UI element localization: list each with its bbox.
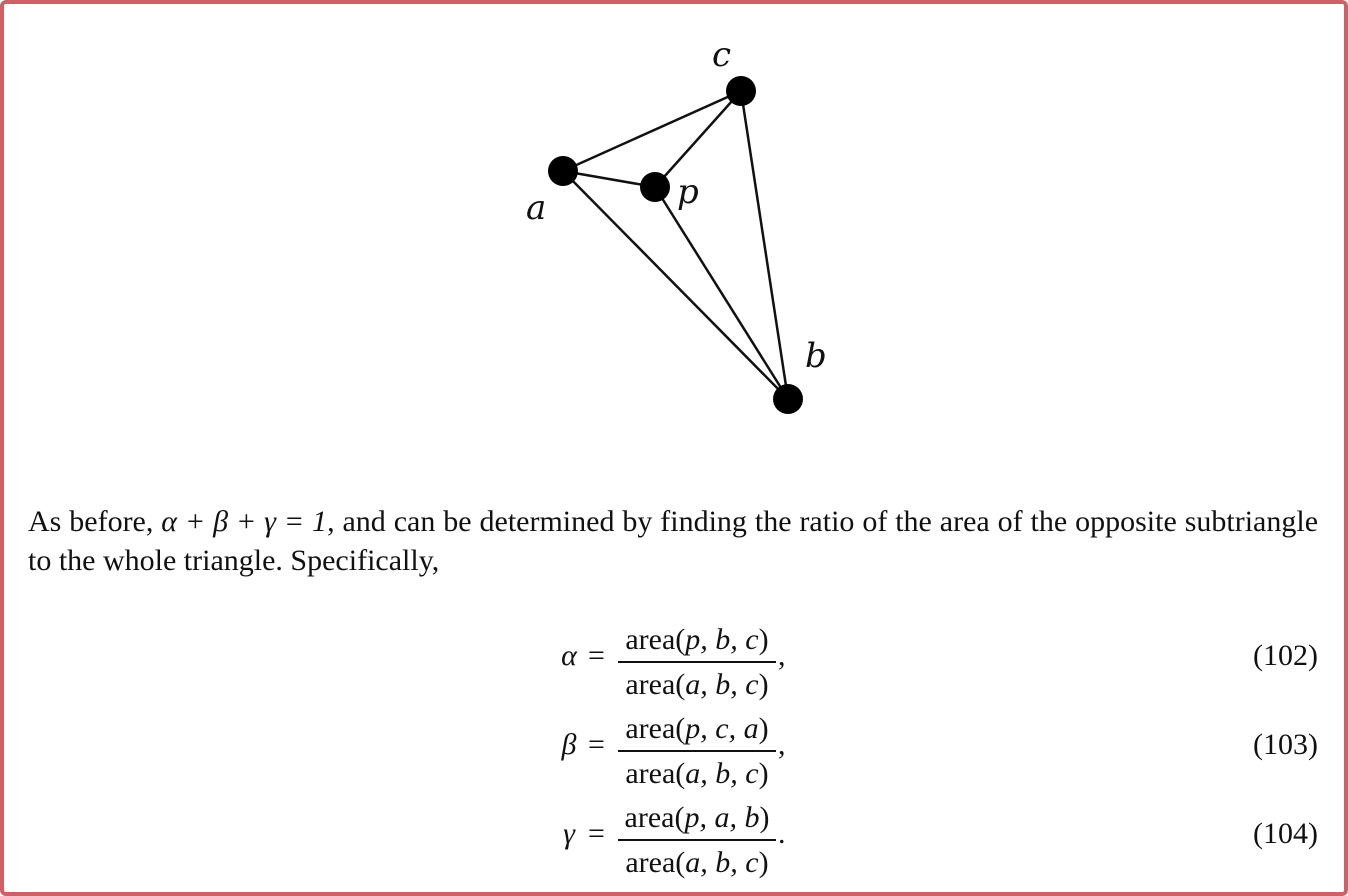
eq-denominator: area(a, b, c) [625,668,769,701]
vertex-a [548,156,578,186]
eq-fraction: area(p, c, a) area(a, b, c) [618,709,776,794]
equation-102: α = area(p, b, c) area(a, b, c) , (102) [0,620,1348,701]
vertex-p [640,172,670,202]
eq-numerator: area(p, c, a) [625,712,769,745]
fraction-bar [618,839,776,841]
para-prefix: As before, [28,505,162,538]
triangle-figure: c a p b [526,35,827,414]
edge-a-b [562,170,789,400]
eq-denominator: area(a, b, c) [625,846,769,879]
label-c: c [712,35,731,75]
vertex-c [726,76,756,106]
eq-number: (104) [1253,817,1318,850]
edge-p-c [654,90,742,188]
edge-p-b [653,186,790,400]
eq-lhs: α [561,639,577,672]
eq-equals: = [588,817,605,850]
eq-numerator: area(p, a, b) [624,801,770,834]
eq-punct: , [778,639,786,672]
eq-number: (102) [1253,639,1318,672]
fraction-bar [618,661,776,663]
eq-fraction: area(p, a, b) area(a, b, c) [618,798,776,883]
label-b: b [805,336,827,376]
edge-a-c [562,89,742,173]
label-p: p [677,172,699,212]
eq-punct: , [778,728,786,761]
equation-104: γ = area(p, a, b) area(a, b, c) . (104) [0,798,1348,879]
fraction-bar [618,750,776,752]
eq-denominator: area(a, b, c) [625,757,769,790]
equation-103: β = area(p, c, a) area(a, b, c) , (103) [0,709,1348,790]
label-a: a [526,188,546,228]
edge-c-b [739,90,790,400]
eq-equals: = [588,639,605,672]
para-suffix: , and can be determined by finding the r… [28,505,1319,577]
eq-lhs: β [561,728,577,761]
edge-a-p [562,169,656,189]
body-paragraph: As before, α + β + γ = 1, and can be det… [28,502,1318,580]
eq-fraction: area(p, b, c) area(a, b, c) [618,620,776,705]
eq-lhs: γ [563,817,575,850]
vertex-b [773,384,803,414]
eq-equals: = [588,728,605,761]
eq-numerator: area(p, b, c) [625,623,769,656]
para-expr: α + β + γ = 1 [161,505,328,538]
eq-punct: . [778,817,786,850]
eq-number: (103) [1253,728,1318,761]
